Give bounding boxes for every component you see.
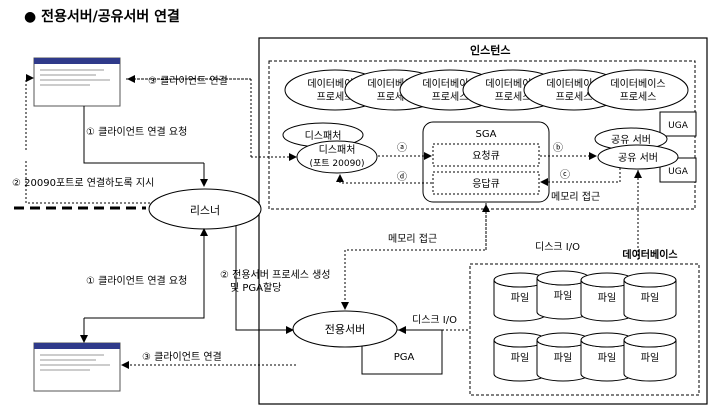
dispatcher-port-label: (포트 20090) bbox=[309, 159, 364, 169]
edge-create-dedicated bbox=[235, 226, 294, 334]
edge-label-client-request-bottom: ① 클라이언트 연결 요청 bbox=[86, 275, 187, 287]
database-file: 파일 bbox=[536, 270, 590, 320]
response-queue-label: 응답큐 bbox=[472, 178, 500, 190]
database-file: 파일 bbox=[493, 332, 547, 382]
database-file: 파일 bbox=[623, 332, 677, 382]
instance-outer-box bbox=[258, 37, 708, 405]
db-process-label: 데이터베이스 bbox=[546, 78, 601, 90]
db-process-label: 데이터베이스 bbox=[610, 78, 665, 90]
database-file: 파일 bbox=[580, 332, 634, 382]
step-b-marker: ⓑ bbox=[553, 142, 563, 154]
arrow-shared-server-to-response-queue bbox=[540, 168, 621, 186]
request-queue bbox=[432, 143, 540, 167]
edge-label-client-request-top: ① 클라이언트 연결 요청 bbox=[86, 126, 187, 138]
request-queue-label: 요청큐 bbox=[472, 150, 500, 162]
database-file-label: 파일 bbox=[511, 292, 529, 304]
database-file-label: 파일 bbox=[511, 352, 529, 364]
step-a-marker: ⓐ bbox=[397, 142, 407, 154]
edge-label-memory-access: 메모리 접근 bbox=[388, 233, 437, 245]
database-file: 파일 bbox=[493, 272, 547, 322]
sga-box: SGA 요청큐 응답큐 bbox=[422, 121, 550, 203]
shared-server-stack: UGA 공유 서버 UGA 공유 서버 bbox=[594, 111, 697, 183]
arrow-response-queue-to-dispatcher bbox=[336, 174, 432, 184]
edge-client-request-top bbox=[83, 106, 204, 164]
dedicated-server-label: 전용서버 bbox=[325, 323, 365, 336]
edge-label-client-connect-bottom: ③ 클라이언트 연결 bbox=[142, 351, 222, 363]
step-c-marker: ⓒ bbox=[560, 169, 570, 181]
db-process-label: 프로세스 bbox=[495, 91, 532, 103]
dispatcher-label: 디스패처 bbox=[319, 144, 356, 156]
db-process: 데이터베이스 프로세스 bbox=[587, 69, 689, 111]
instance-memory-access-label: 메모리 접근 bbox=[551, 191, 600, 203]
db-process-label: 프로세스 bbox=[432, 91, 469, 103]
database-file-label: 파일 bbox=[598, 292, 616, 304]
edge-memory-access bbox=[341, 203, 487, 310]
database-file: 파일 bbox=[623, 272, 677, 322]
listener-label: 리스너 bbox=[190, 204, 220, 217]
edge-label-create-dedicated-line2: 및 PGA할당 bbox=[230, 282, 281, 294]
client-screen-top bbox=[33, 57, 121, 107]
sga-label: SGA bbox=[476, 129, 497, 140]
pga-label: PGA bbox=[394, 352, 415, 363]
response-queue bbox=[432, 171, 540, 195]
uga-box bbox=[659, 111, 697, 137]
shared-server-back-label: 공유 서버 bbox=[611, 134, 651, 146]
client-screen-bottom bbox=[33, 342, 121, 392]
shared-server bbox=[597, 144, 679, 170]
edge-label-client-connect-top: ③ 클라이언트 연결 bbox=[148, 75, 228, 87]
database-file-label: 파일 bbox=[598, 352, 616, 364]
database-file-label: 파일 bbox=[641, 352, 659, 364]
database-file-label: 파일 bbox=[641, 292, 659, 304]
database-file: 파일 bbox=[580, 272, 634, 322]
db-process-label: 프로세스 bbox=[620, 91, 657, 103]
edge-client-request-bottom bbox=[84, 230, 205, 319]
db-process-label: 프로세스 bbox=[317, 91, 354, 103]
step-d-marker: ⓓ bbox=[397, 171, 407, 183]
uga-label: UGA bbox=[668, 121, 689, 131]
listener: 리스너 bbox=[148, 188, 262, 230]
dispatcher-back-label: 디스패처 bbox=[305, 130, 342, 142]
edge-label-disk-io-dedicated: 디스크 I/O bbox=[412, 314, 457, 326]
db-process-label: 프로세스 bbox=[556, 91, 593, 103]
db-process-group: 데이터베이스 프로세스 데이터베이스 프로세스 데이터베이스 프로세스 데이터베… bbox=[284, 69, 689, 111]
database-file-label: 파일 bbox=[554, 290, 572, 302]
dispatcher: 디스패처 (포트 20090) bbox=[296, 140, 378, 174]
edge-label-create-dedicated-line1: ② 전용서버 프로세스 생성 bbox=[220, 269, 331, 281]
edge-label-port-redirect: ② 20090포트로 연결하도록 지시 bbox=[12, 176, 154, 189]
dedicated-server: 전용서버 bbox=[292, 310, 398, 348]
database-label: 데이터베이스 bbox=[622, 248, 677, 261]
edge-label-disk-io-shared: 디스크 I/O bbox=[535, 241, 580, 253]
instance-label: 인스턴스 bbox=[470, 43, 510, 57]
page-title: ● 전용서버/공유서버 연결 bbox=[24, 8, 180, 25]
uga-label: UGA bbox=[668, 167, 689, 177]
database-file-label: 파일 bbox=[554, 352, 572, 364]
edge-port-redirect bbox=[25, 160, 150, 204]
shared-server-label: 공유 서버 bbox=[618, 152, 658, 164]
database-file: 파일 bbox=[536, 332, 590, 382]
